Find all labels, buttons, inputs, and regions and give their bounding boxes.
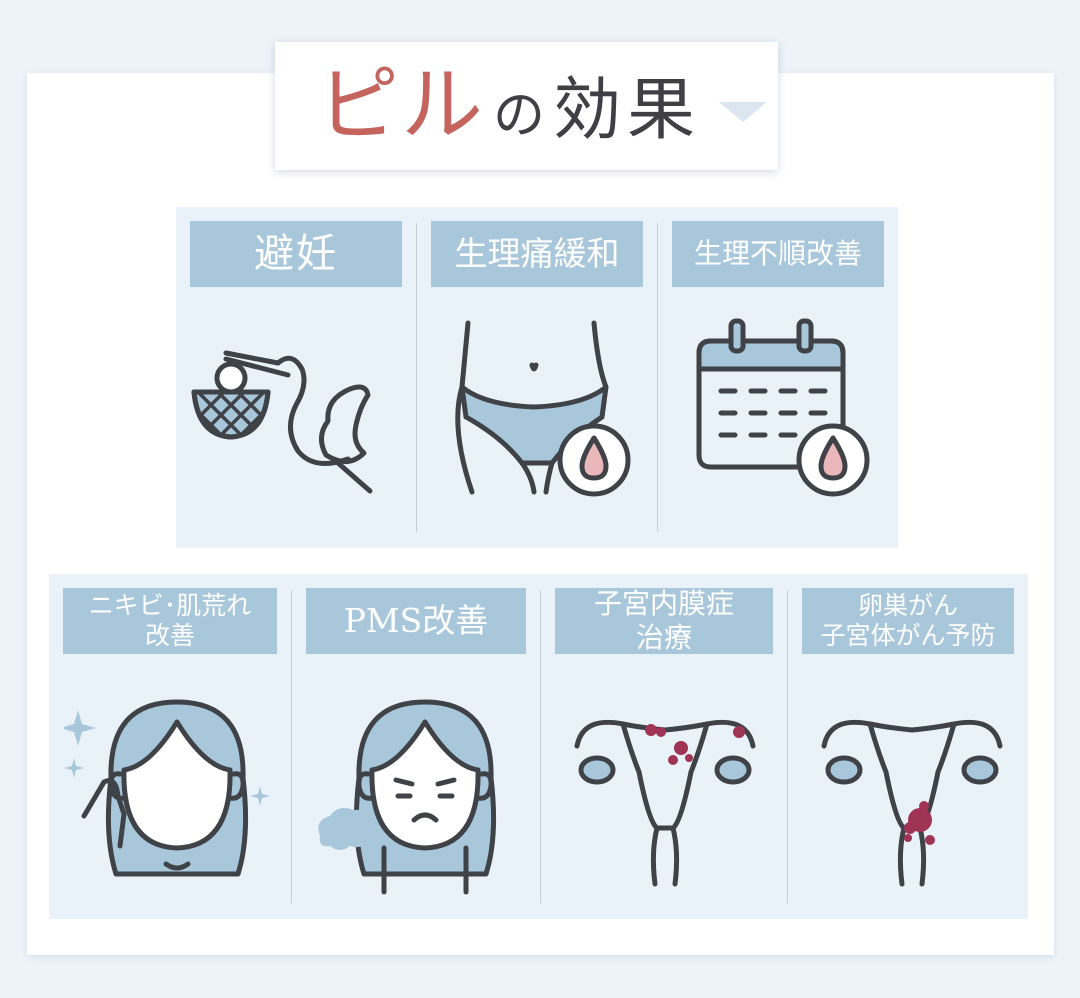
- column-divider: [657, 223, 658, 532]
- effect-card-menstrual-pain: 生理痛緩和: [417, 207, 657, 548]
- column-divider: [540, 590, 541, 903]
- uterus-cancer-icon: [821, 719, 1003, 887]
- column-divider: [787, 590, 788, 903]
- underwear-drop-icon: [455, 320, 631, 497]
- effect-card-pms: PMS改善: [292, 574, 540, 919]
- effects-row-1: 避妊 生理痛緩和: [176, 207, 898, 548]
- title-accent: ピル: [317, 58, 486, 153]
- calendar-drop-icon: [696, 318, 870, 497]
- sighing-woman-icon: [318, 699, 497, 895]
- effect-card-irregular-period: 生理不順改善: [658, 207, 898, 548]
- effects-row-2: ニキビ･肌荒れ改善 PMS改善: [49, 574, 1028, 919]
- chevron-down-icon: [719, 102, 767, 122]
- clear-skin-woman-icon: [64, 699, 270, 877]
- title-box: ピルの効果: [275, 42, 778, 170]
- label-line: 子宮体がん予防: [820, 621, 996, 650]
- effect-card-contraception: 避妊: [176, 207, 416, 548]
- label-line: 卵巣がん: [857, 590, 958, 620]
- effect-card-acne: ニキビ･肌荒れ改善: [49, 574, 291, 919]
- stork-icon: [191, 350, 373, 494]
- effect-card-endometriosis: 子宮内膜症治療: [541, 574, 787, 919]
- effect-label: 卵巣がん子宮体がん予防: [802, 588, 1014, 654]
- column-divider: [291, 590, 292, 903]
- column-divider: [416, 223, 417, 532]
- effect-label: 子宮内膜症治療: [555, 586, 773, 654]
- label-line: 治療: [635, 621, 692, 654]
- uterus-endometriosis-icon: [574, 719, 756, 887]
- effect-card-cancer-prevention: 卵巣がん子宮体がん予防: [788, 574, 1028, 919]
- page-title: ピルの効果: [317, 56, 701, 178]
- effect-label: ニキビ･肌荒れ改善: [63, 588, 277, 654]
- title-particle: の: [493, 86, 546, 146]
- label-line: 改善: [144, 621, 195, 650]
- effect-label: PMS改善: [306, 588, 526, 654]
- effect-label: 生理不順改善: [672, 221, 884, 287]
- title-rest: 効果: [553, 71, 702, 150]
- effect-label: 生理痛緩和: [431, 221, 643, 287]
- label-line: 子宮内膜症: [593, 586, 734, 620]
- label-line: ニキビ･肌荒れ: [88, 590, 252, 620]
- effect-label: 避妊: [190, 221, 402, 287]
